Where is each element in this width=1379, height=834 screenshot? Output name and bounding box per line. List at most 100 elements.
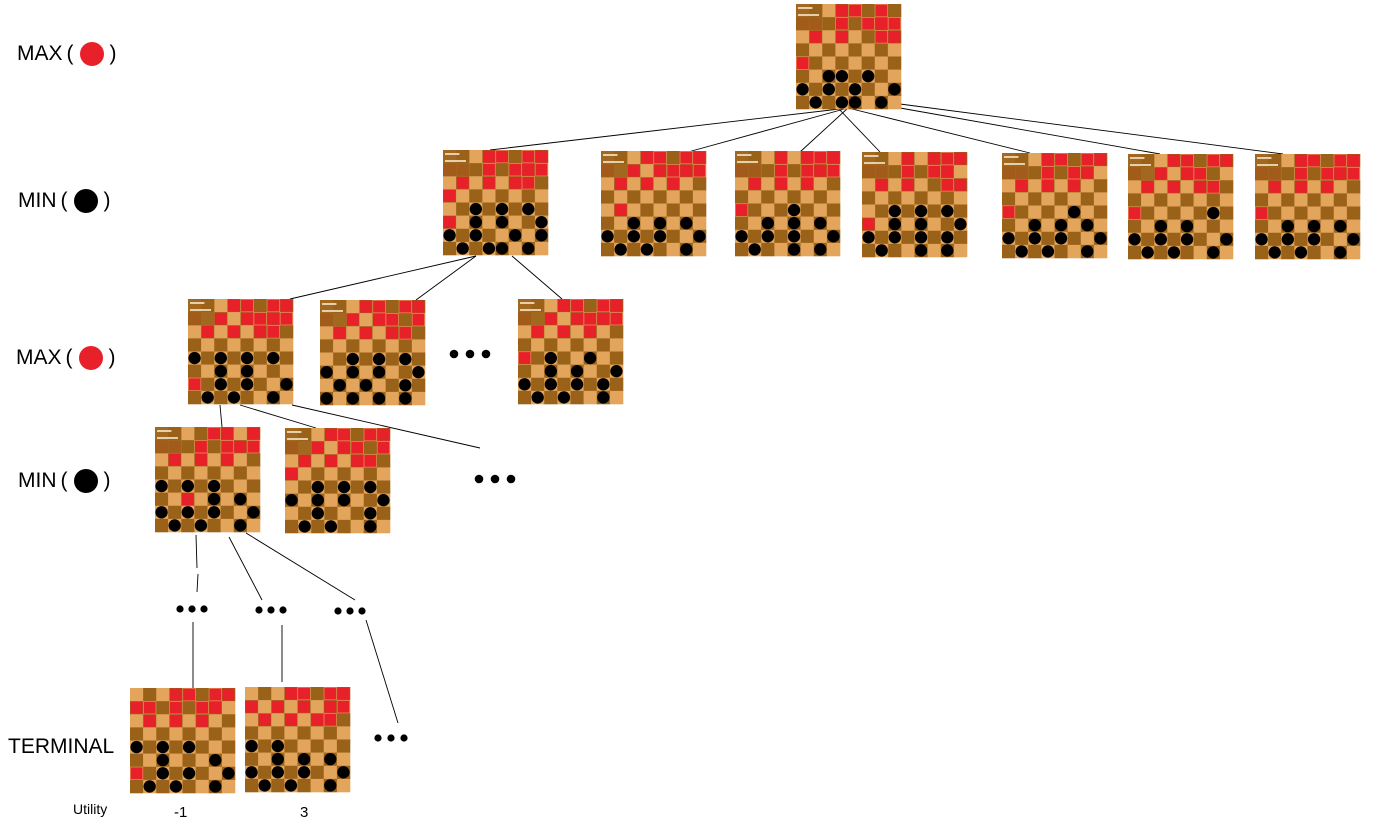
board-node [796, 4, 902, 110]
red-piece [209, 688, 222, 701]
black-piece [888, 83, 901, 96]
black-piece [1081, 219, 1094, 232]
red-piece [359, 326, 372, 339]
red-piece [169, 714, 182, 727]
open-paren: ( [60, 469, 68, 492]
red-piece [901, 165, 914, 178]
tree-edge [245, 532, 356, 601]
red-piece [693, 164, 706, 177]
black-piece [827, 230, 840, 243]
black-piece [209, 754, 222, 767]
red-piece [531, 325, 544, 338]
board-node [155, 427, 261, 533]
black-piece [333, 379, 346, 392]
red-piece [214, 312, 227, 325]
level-label-min-1: MIN ( ) [18, 189, 111, 213]
red-piece [1207, 154, 1220, 167]
red-piece [801, 164, 814, 177]
red-piece [1055, 153, 1068, 166]
red-piece [954, 152, 967, 165]
red-piece [928, 165, 941, 178]
red-piece [183, 688, 196, 701]
black-piece [544, 351, 557, 365]
red-piece [610, 312, 623, 325]
black-piece [954, 218, 967, 231]
red-piece [928, 152, 941, 165]
black-piece [156, 740, 169, 754]
black-piece [495, 242, 509, 255]
red-piece [298, 454, 311, 467]
black-piece [1081, 245, 1094, 258]
tree-edge [847, 107, 1031, 154]
black-piece [364, 507, 377, 520]
black-piece [169, 780, 183, 793]
red-piece [1334, 167, 1347, 180]
red-piece [227, 299, 240, 312]
black-piece [1128, 233, 1141, 246]
red-piece [518, 352, 531, 365]
red-piece [862, 17, 875, 30]
red-piece [888, 30, 901, 43]
black-piece [1154, 233, 1167, 246]
black-piece [1334, 246, 1347, 259]
tree-edge [289, 255, 477, 300]
red-piece [849, 4, 862, 17]
tree-edge [415, 255, 477, 301]
open-paren: ( [66, 42, 74, 65]
board-node [188, 299, 294, 405]
black-piece [181, 506, 194, 519]
red-piece [234, 440, 247, 453]
black-piece [130, 740, 143, 754]
red-piece [1347, 154, 1360, 167]
black-piece [914, 218, 928, 231]
tree-edge [511, 255, 563, 300]
black-piece [346, 352, 359, 366]
red-piece [680, 151, 693, 164]
red-piece [614, 204, 627, 217]
black-piece [787, 217, 801, 230]
black-piece [1268, 246, 1281, 259]
red-piece [610, 299, 623, 312]
red-piece [359, 300, 372, 313]
black-piece [610, 365, 623, 378]
red-piece [324, 687, 337, 700]
red-piece [597, 299, 610, 312]
red-piece [941, 165, 954, 178]
red-piece [373, 313, 386, 326]
black-piece [168, 519, 181, 532]
black-piece [311, 480, 324, 494]
black-piece [653, 217, 667, 230]
black-piece [271, 766, 284, 779]
red-piece [482, 150, 495, 163]
red-piece [351, 441, 364, 454]
black-piece [509, 229, 522, 242]
black-piece [680, 243, 693, 256]
black-piece [298, 520, 311, 533]
black-piece [247, 506, 260, 519]
black-piece [1347, 233, 1360, 246]
red-piece [796, 57, 809, 70]
black-piece [584, 351, 597, 365]
black-piece [1015, 245, 1028, 258]
tree-edges [192, 103, 1284, 724]
black-piece [495, 216, 509, 229]
red-piece [1194, 167, 1207, 180]
red-piece [509, 176, 522, 189]
tree-edge [228, 536, 263, 601]
red-piece [1068, 166, 1081, 179]
tree-boards [130, 4, 1361, 794]
black-piece [469, 216, 482, 229]
red-piece [399, 326, 412, 339]
red-piece [835, 30, 848, 43]
black-piece [311, 494, 324, 507]
black-piece [337, 766, 350, 779]
board-node [735, 151, 841, 257]
red-piece [1041, 179, 1054, 192]
black-piece [240, 365, 254, 378]
black-piece [399, 392, 412, 405]
black-piece [627, 230, 640, 243]
red-piece [571, 299, 584, 312]
black-piece [214, 351, 227, 365]
black-piece [469, 202, 482, 216]
red-piece [267, 299, 280, 312]
